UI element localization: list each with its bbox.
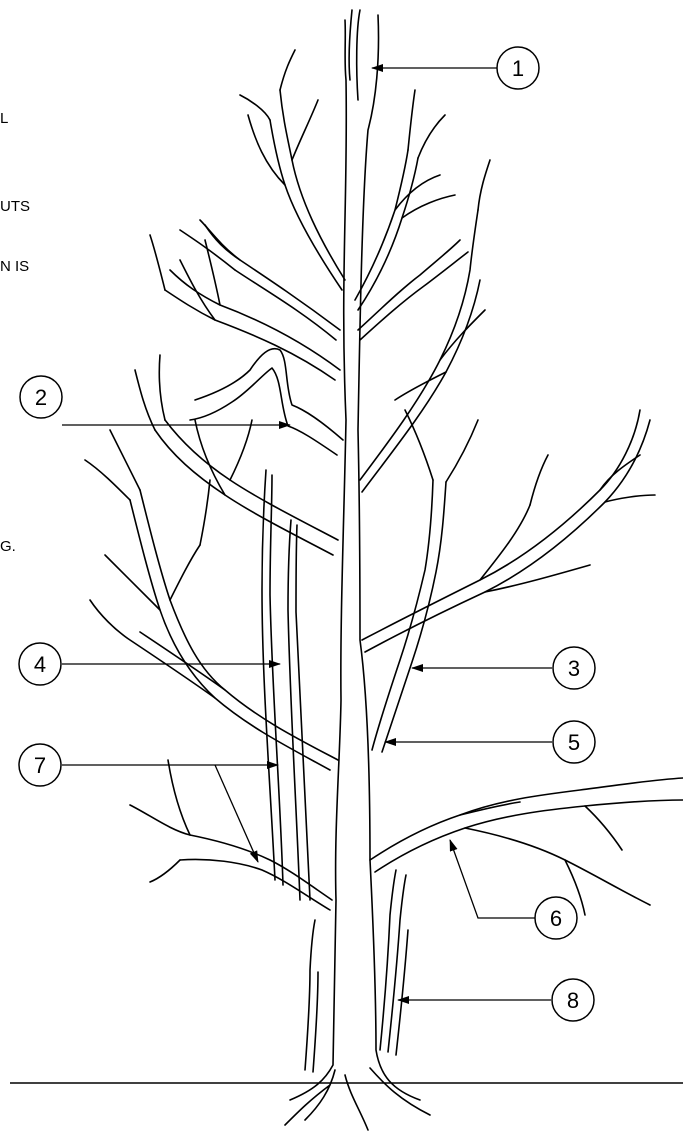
branch-low-left [130,805,332,900]
leader-top [349,10,360,100]
callout-8-label: 8 [567,988,579,1013]
branch-ul-1 [280,90,345,280]
callout-6-label: 6 [550,906,562,931]
sucker-2 [305,920,315,1070]
branch-right-upper [362,410,640,640]
callout-7: 7 [19,744,278,862]
codominant-stem [372,480,433,750]
callout-5-label: 5 [568,730,580,755]
roots [285,1068,430,1130]
callout-2-label: 2 [35,385,47,410]
callout-3: 3 [412,647,595,689]
callout-3-label: 3 [568,656,580,681]
watersprout-2 [288,520,300,900]
callout-5: 5 [385,721,595,763]
branch-far-left [140,490,338,760]
callout-1: 1 [372,47,539,89]
callout-7-label: 7 [34,753,46,778]
sucker-1 [380,870,396,1050]
callout-4-label: 4 [34,652,46,677]
callout-8: 8 [398,979,594,1021]
callout-6: 6 [450,840,577,939]
callout-4: 4 [19,643,280,685]
callout-1-label: 1 [512,56,524,81]
callout-2: 2 [20,376,290,425]
branch-crossing [195,349,343,440]
tree-outline [85,10,683,1130]
